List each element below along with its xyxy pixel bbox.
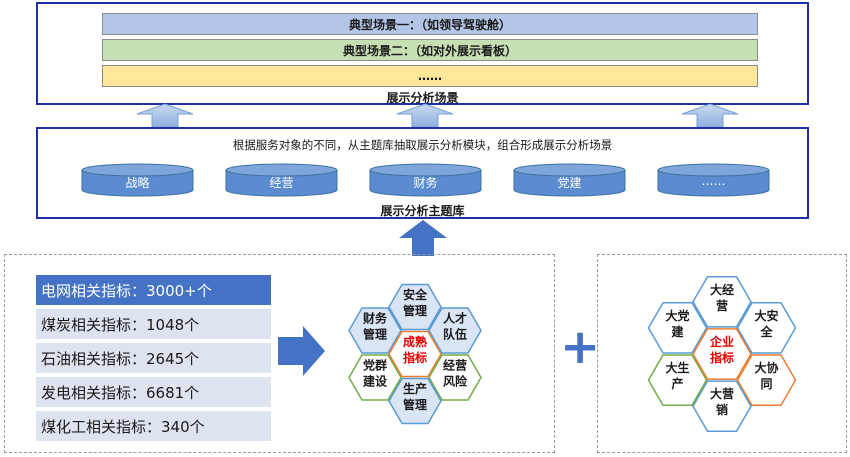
hexagon-shape xyxy=(647,302,708,354)
hexagon-shape xyxy=(736,354,797,406)
enterprise-hex-4: 大生产 xyxy=(647,354,708,406)
topic-cylinder-strategy: 战略 xyxy=(81,163,194,197)
hex-label: 大安 xyxy=(754,308,778,323)
indicator-item: 电网相关指标：3000+个 xyxy=(36,275,271,305)
topic-cylinder-more: …… xyxy=(657,163,770,197)
hex-label: 管理 xyxy=(363,326,387,341)
enterprise-panel xyxy=(597,254,847,453)
hex-label: 风险 xyxy=(443,374,468,389)
enterprise-hex-0: 大经营 xyxy=(692,275,752,328)
enterprise-hex-5: 大党建 xyxy=(647,302,708,354)
hexagon-shape xyxy=(388,330,442,378)
hex-label: 指标 xyxy=(403,350,427,365)
indicator-item: 石油相关指标：2645个 xyxy=(36,343,271,373)
hexagon-shape xyxy=(388,377,442,425)
enterprise-hex-1: 大安全 xyxy=(736,302,797,354)
hex-label: 财务 xyxy=(362,310,388,325)
hexagon-shape xyxy=(692,380,752,433)
scene-bar-3: …… xyxy=(102,65,758,87)
hex-label: 大党 xyxy=(665,308,689,323)
topic-label: 经营 xyxy=(269,176,294,190)
up-arrow-icon xyxy=(396,103,454,128)
hex-label: 产 xyxy=(671,376,683,391)
enterprise-hex-2: 大协同 xyxy=(736,354,797,406)
up-arrow-icon xyxy=(136,103,194,128)
hex-label: 企业 xyxy=(709,334,734,349)
hexagon-shape xyxy=(428,354,482,401)
topic-library-box: 根据服务对象的不同，从主题库抽取展示分析模块，组合形成展示分析场景 战略 经营 … xyxy=(36,127,809,219)
indicator-item: 发电相关指标：6681个 xyxy=(36,377,271,407)
scene-bar-2: 典型场景二：（如对外展示看板） xyxy=(102,39,758,61)
hex-label: 党群 xyxy=(363,358,387,373)
plus-icon: + xyxy=(560,319,601,375)
hexagon-shape xyxy=(647,354,708,406)
hex-label: 经营 xyxy=(443,358,467,373)
enterprise-hex-3: 大营销 xyxy=(692,380,752,433)
topic-cylinder-finance: 财务 xyxy=(369,163,482,197)
hex-label: 指标 xyxy=(710,350,734,365)
indicator-panel: 电网相关指标：3000+个 煤炭相关指标：1048个 石油相关指标：2645个 … xyxy=(4,254,555,453)
hex-label: 成熟 xyxy=(403,334,427,349)
scene-box: 典型场景一：（如领导驾驶舱） 典型场景二：（如对外展示看板） …… 展示分析场景 xyxy=(36,2,809,105)
hex-label: 建 xyxy=(670,324,684,339)
topic-description: 根据服务对象的不同，从主题库抽取展示分析模块，组合形成展示分析场景 xyxy=(232,138,613,152)
topic-label: …… xyxy=(701,174,726,188)
hexagon-shape xyxy=(388,283,442,331)
hexagon-shape xyxy=(348,307,402,354)
hex-label: 销 xyxy=(716,402,728,417)
hexagon-shape xyxy=(736,302,797,354)
topic-label: 财务 xyxy=(413,176,438,190)
right-arrow-icon xyxy=(278,326,325,376)
hex-label: 人才 xyxy=(443,310,467,325)
indicator-item: 煤化工相关指标：340个 xyxy=(36,411,271,441)
hexagon-shape xyxy=(428,307,482,354)
topic-cylinder-party: 党建 xyxy=(513,163,626,197)
up-arrow-icon xyxy=(681,103,739,128)
hexagon-shape xyxy=(692,328,752,380)
hexagon-shape xyxy=(348,354,402,401)
hex-label: 建设 xyxy=(362,374,388,389)
topic-label: 战略 xyxy=(125,176,150,190)
hexagon-shape xyxy=(692,275,752,328)
topic-label: 党建 xyxy=(557,176,582,190)
hex-label: 队伍 xyxy=(443,326,467,341)
hex-label: 大营 xyxy=(710,386,734,401)
up-arrow-icon xyxy=(399,220,447,256)
hex-label: 大生 xyxy=(665,360,689,375)
hex-label: 管理 xyxy=(403,397,427,412)
scene-bar-1: 典型场景一：（如领导驾驶舱） xyxy=(102,13,758,35)
hex-label: 同 xyxy=(760,377,772,391)
topic-cylinder-operation: 经营 xyxy=(225,163,338,197)
hex-label: 大经 xyxy=(710,282,734,297)
topic-box-title: 展示分析主题库 xyxy=(380,204,465,218)
hex-label: 生产 xyxy=(403,381,427,396)
hex-label: 全 xyxy=(759,324,773,339)
indicator-item: 煤炭相关指标：1048个 xyxy=(36,309,271,339)
hex-label: 安全 xyxy=(403,287,428,302)
hex-label: 营 xyxy=(716,298,728,313)
scene-box-title: 展示分析场景 xyxy=(386,91,459,105)
hex-label: 管理 xyxy=(403,303,427,318)
hex-label: 大协 xyxy=(754,360,778,375)
